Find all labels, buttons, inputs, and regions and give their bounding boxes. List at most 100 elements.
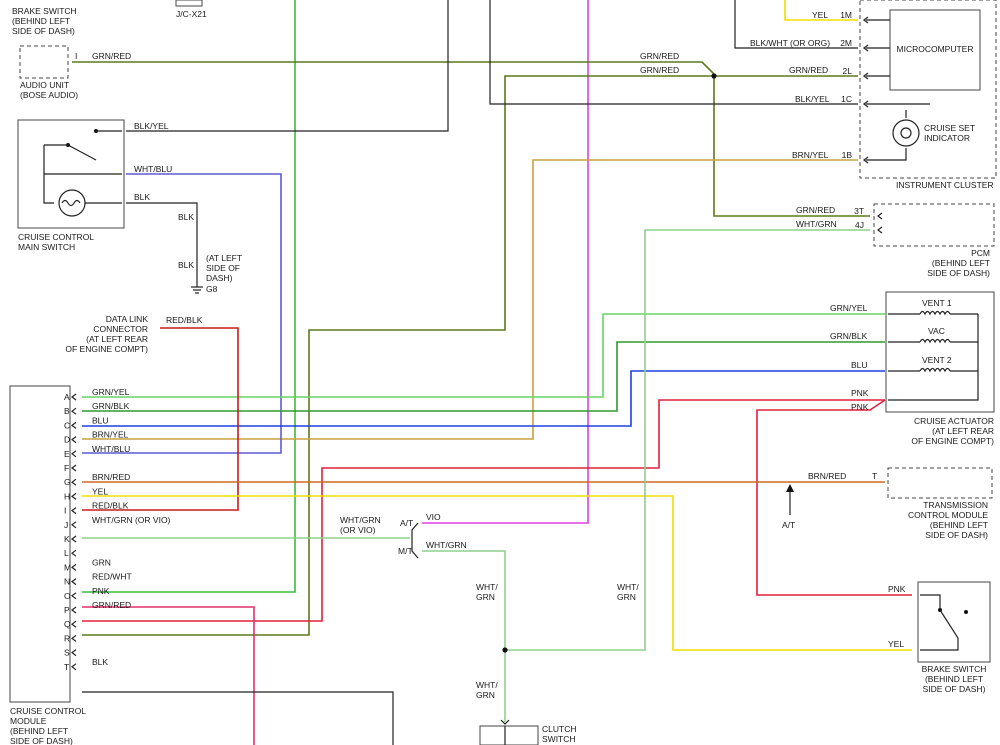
pin-connector-icon [71, 606, 77, 614]
label-pnk-act-1: PNK [851, 388, 869, 398]
label-wht-blu: WHT/BLU [134, 164, 172, 174]
ccm-pin-letter: C [64, 420, 70, 430]
actuator-common-wire [888, 314, 979, 401]
arrow-up-icon [786, 484, 794, 492]
pin-connector-icon [71, 649, 77, 657]
ccm-box [9, 385, 71, 703]
ccm-pin-letter: D [64, 435, 70, 445]
pin-connector-icon [71, 450, 77, 458]
label-blk-yel-2: BLK/YEL [795, 94, 830, 104]
ccm-pin-letter: F [64, 463, 69, 473]
ccm-pin-letter: O [64, 591, 71, 601]
pin-connector-icon [877, 212, 883, 220]
label-blu-act: BLU [851, 360, 868, 370]
audio-unit-box [19, 45, 69, 79]
clutch-connector [500, 719, 510, 725]
label-blk-2: BLK [178, 212, 194, 222]
at-label: A/T [400, 518, 413, 528]
wire-grn-red-pcm [713, 76, 870, 217]
vac-label: VAC [928, 326, 945, 336]
ccm-pin-letter: A [64, 392, 70, 402]
splice-dot [502, 647, 508, 653]
wire-pnk-ccm [82, 399, 885, 622]
at-mt-bracket [411, 522, 419, 559]
brake-inner-wire [920, 638, 959, 651]
audio-unit-label: AUDIO UNIT(BOSE AUDIO) [20, 80, 78, 100]
wire-yel [82, 495, 912, 651]
pcm-box [873, 203, 995, 247]
main-switch-box [17, 119, 125, 229]
ccm-pin-wire-label: BRN/YEL [92, 430, 129, 440]
ccm-pin-wire-label: GRN/RED [92, 600, 131, 610]
pin-connector-icon [863, 16, 869, 24]
label-grn-blk-act: GRN/BLK [830, 331, 868, 341]
ccm-pin-wire-label: BLU [92, 415, 109, 425]
jc-connector [175, 0, 203, 7]
ccm-pin-letter: N [64, 577, 70, 587]
pin-connector-icon [71, 421, 77, 429]
ccm-pin-letter: B [64, 406, 70, 416]
ccm-pin-letter: G [64, 477, 71, 487]
ccm-pin-letter: J [64, 520, 68, 530]
lamp-filament-icon [61, 199, 81, 207]
vent2-label: VENT 2 [922, 355, 952, 365]
label-yel-top: YEL [812, 10, 828, 20]
label-wht-grn-mt: WHT/GRN [426, 540, 467, 550]
clutch-switch-box [479, 725, 539, 745]
ccm-pin-wire-label: GRN/BLK [92, 401, 130, 411]
ccm-pin-wire-label: WHT/BLU [92, 444, 130, 454]
pin-connector-icon [71, 549, 77, 557]
wire-wht-grn-pcm [505, 229, 870, 651]
ccm-pin-letter: K [64, 534, 70, 544]
label-red-blk-dlc: RED/BLK [166, 315, 203, 325]
ccm-pin-wire-label: RED/WHT [92, 572, 132, 582]
label-wht-grn-split-2: WHT/GRN [617, 582, 639, 602]
wire-vio [422, 0, 589, 524]
pin-connector-icon [863, 156, 869, 164]
wire-grn-red-audio [72, 61, 715, 75]
cruise-set-lamp-icon [900, 127, 912, 139]
ccm-pin-letter: E [64, 449, 70, 459]
cruise-set-lamp-icon [892, 119, 920, 147]
wire-grn-blk [82, 341, 885, 412]
ccm-pin-letter: S [64, 648, 70, 658]
wire-blk-yel-cluster [489, 0, 858, 105]
ccm-pin-wire-label: RED/BLK [92, 501, 129, 511]
wire-wht-grn-mt [422, 550, 506, 722]
wire-blk-t [82, 691, 394, 745]
instrument-cluster-box [859, 0, 997, 179]
pin-connector-icon [71, 407, 77, 415]
pcm-pin-label: 3T [854, 206, 864, 216]
cluster-inner-wire [866, 148, 907, 161]
wire-grn [82, 0, 296, 593]
ccm-pin-wire-label: GRN [92, 557, 111, 567]
wire-blk-wht [734, 0, 858, 49]
vent2-coil-icon [919, 367, 951, 373]
wire-blk-ground [126, 202, 198, 287]
ground-label: G8 [206, 284, 218, 294]
brake-inner-wire [920, 594, 941, 610]
label-grn-yel-act: GRN/YEL [830, 303, 868, 313]
pin-connector-icon [71, 663, 77, 671]
wht-grn-or-vio-label: WHT/GRN(OR VIO) [340, 515, 381, 535]
label-vio: VIO [426, 512, 441, 522]
cluster-pin-label: 1B [842, 150, 853, 160]
ccm-pin-letter: H [64, 491, 70, 501]
wire-red-wht [82, 606, 255, 745]
instrument-cluster-label: INSTRUMENT CLUSTER [896, 180, 994, 190]
pin-connector-icon [71, 492, 77, 500]
ccm-pin-letter: M [64, 562, 71, 572]
ccm-pin-wire-label: BLK [92, 657, 108, 667]
label-pnk-brake: PNK [888, 584, 906, 594]
brake-contact [964, 610, 968, 614]
cruise-actuator-box [885, 291, 995, 413]
cluster-pin-label: 1C [841, 94, 852, 104]
